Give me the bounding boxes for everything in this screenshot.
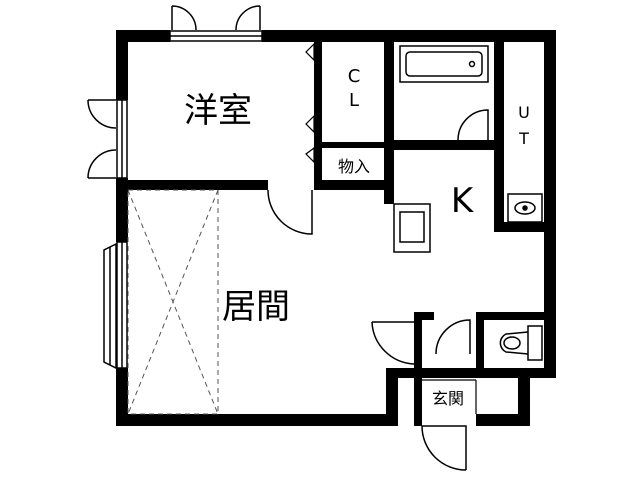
label-living-room: 居間 — [222, 287, 290, 327]
bathtub — [399, 45, 489, 83]
bathroom-door — [457, 109, 489, 141]
label-kitchen: K — [451, 181, 475, 221]
door-swings — [267, 189, 471, 471]
outer-walls — [116, 30, 556, 426]
windows — [103, 30, 263, 370]
kitchen-counter — [393, 203, 431, 253]
entrance-step — [422, 379, 477, 414]
window-swings — [87, 5, 261, 179]
label-entrance: 玄関 — [432, 389, 464, 408]
washbasin — [507, 193, 543, 223]
label-western-room: 洋室 — [184, 91, 252, 131]
interior-walls — [116, 42, 556, 426]
living-closet-dashed — [127, 189, 219, 415]
label-storage: 物入 — [338, 157, 370, 176]
closet-sliding-doors — [305, 42, 315, 164]
toilet — [499, 325, 543, 361]
